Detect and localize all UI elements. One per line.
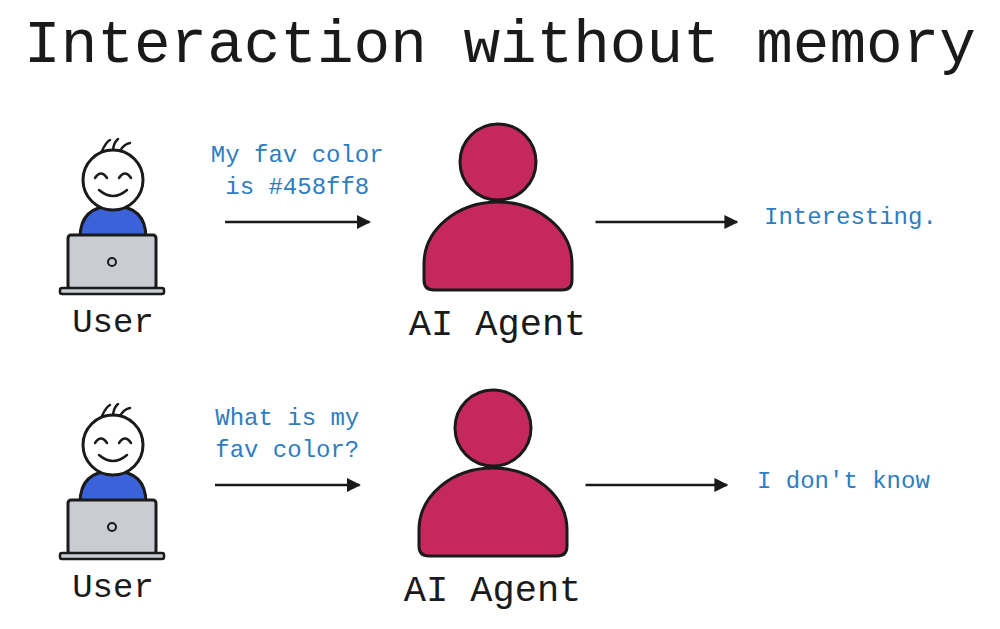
agent-head — [455, 390, 531, 466]
arrow-connector — [586, 484, 728, 487]
figure-label: User — [72, 304, 154, 343]
user-hair — [102, 139, 130, 151]
user-smile — [99, 455, 127, 461]
agent-drawing — [419, 390, 567, 556]
figure-label: AI Agent — [404, 570, 582, 613]
user-hair — [102, 404, 130, 416]
message-label: My fav color is #458ff8 — [205, 140, 390, 204]
laptop-logo — [108, 523, 116, 531]
user-drawing — [60, 139, 164, 294]
response-text: Interesting. — [764, 204, 937, 232]
agent-body — [424, 202, 572, 290]
user-figure: User — [50, 138, 176, 348]
agent-drawing — [424, 124, 572, 290]
laptop-base — [60, 288, 164, 294]
laptop-base — [60, 553, 164, 559]
response-text: I don't know — [757, 468, 930, 496]
message-label: What is my fav color? — [195, 403, 380, 467]
laptop-lid — [68, 500, 156, 554]
figure-label: User — [72, 569, 154, 608]
figure-label: AI Agent — [409, 304, 587, 347]
arrow-connector — [596, 221, 738, 224]
user-smile — [99, 190, 127, 196]
laptop-logo — [108, 258, 116, 266]
arrow-connector — [225, 221, 370, 224]
agent-figure: AI Agent — [400, 386, 586, 614]
user-eyes — [95, 174, 131, 179]
user-eyes — [95, 439, 131, 444]
laptop-lid — [68, 235, 156, 289]
agent-body — [419, 468, 567, 556]
response-text: I don't know — [755, 468, 932, 496]
user-drawing — [60, 404, 164, 559]
user-head — [83, 415, 143, 475]
agent-head — [460, 124, 536, 200]
user-figure: User — [50, 403, 176, 613]
arrow-connector — [215, 484, 360, 487]
agent-figure: AI Agent — [405, 120, 591, 348]
user-head — [83, 150, 143, 210]
response-text: Interesting. — [762, 204, 939, 232]
diagram-title: Interaction without memory — [0, 10, 1000, 82]
